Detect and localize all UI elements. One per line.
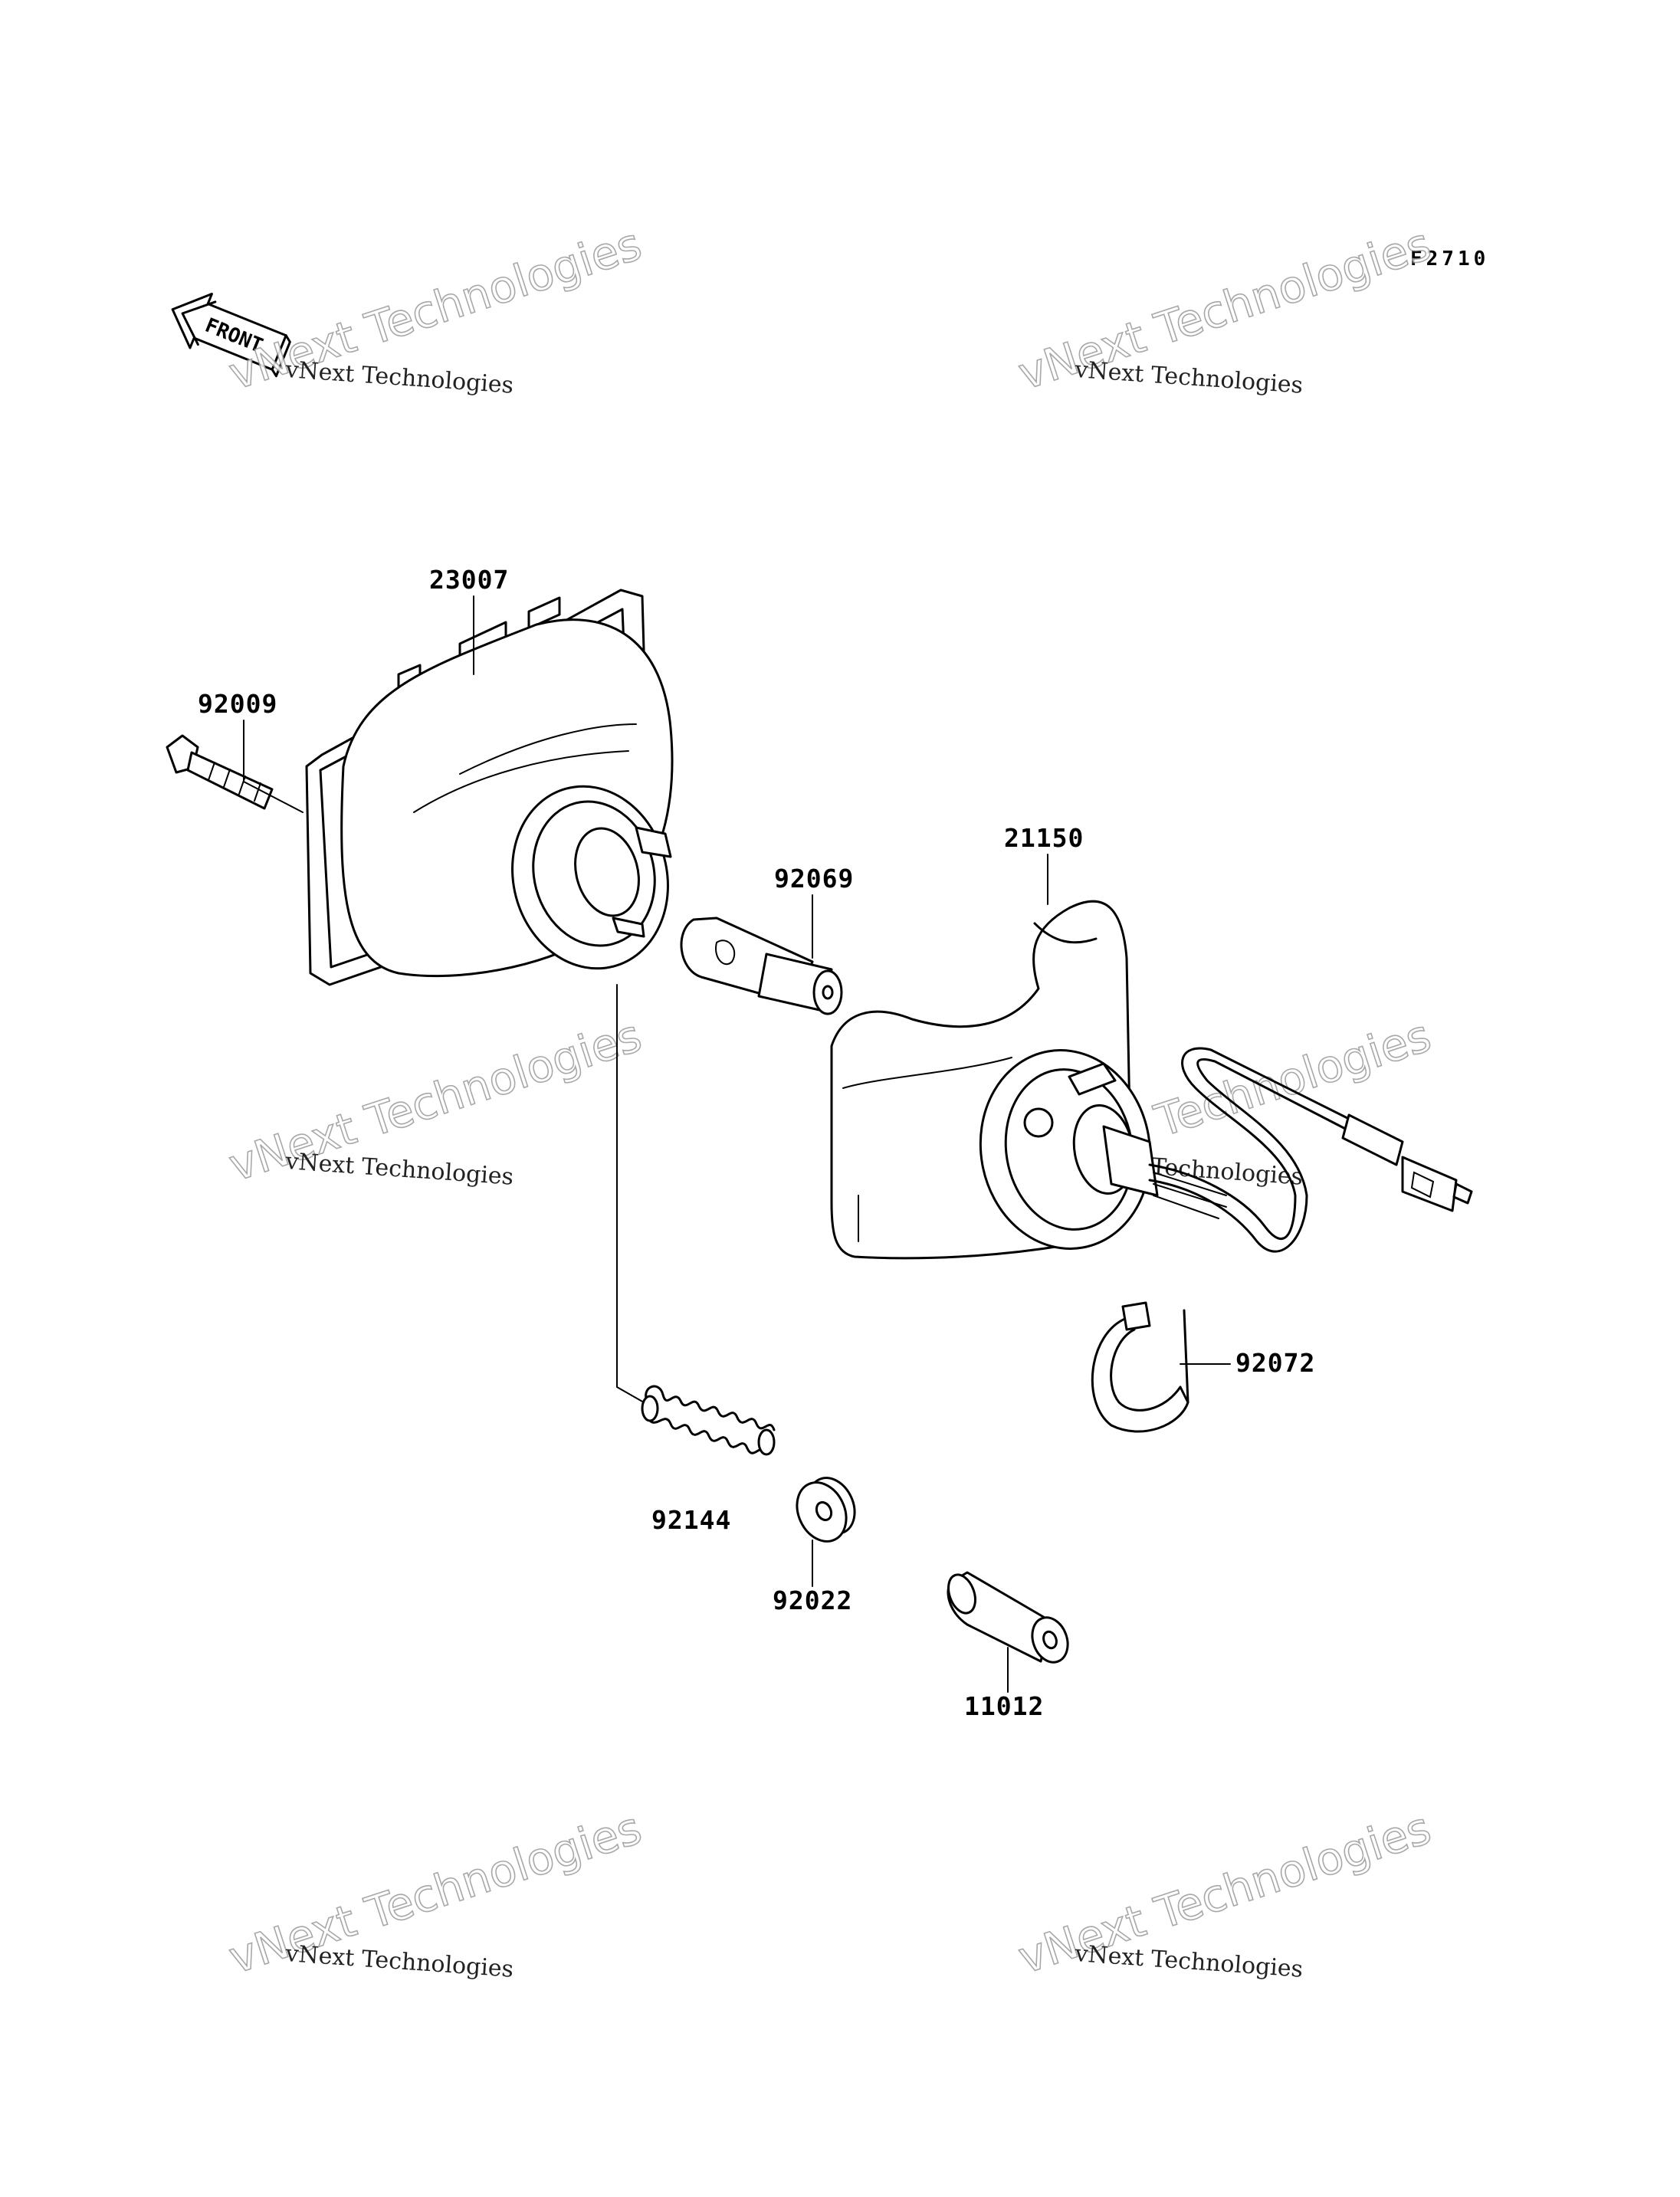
- watermark-small: vNext Technologies: [284, 1148, 514, 1191]
- part-label-23007: 23007: [429, 565, 509, 595]
- part-21150-lamp-holder: [830, 900, 1473, 1260]
- part-92072-cable-band: [1091, 1301, 1189, 1433]
- watermark-group: vNext Technologies vNext Technologies vN…: [222, 217, 1438, 1984]
- leader-line: [616, 984, 645, 1403]
- part-label-92069: 92069: [774, 864, 854, 894]
- part-92069-bulb: [680, 917, 843, 1015]
- part-label-11012: 11012: [964, 1691, 1044, 1721]
- watermark-small: vNext Technologies: [284, 356, 514, 399]
- watermark-small: vNext Technologies: [1073, 356, 1304, 399]
- watermark-small: vNext Technologies: [1073, 1940, 1304, 1983]
- part-label-92144: 92144: [651, 1505, 731, 1535]
- part-label-92022: 92022: [773, 1585, 852, 1615]
- part-label-21150: 21150: [1004, 823, 1084, 853]
- part-92144-spring: [641, 1385, 776, 1456]
- part-23007-housing: [305, 589, 674, 986]
- part-92009-screw: [166, 734, 274, 810]
- part-11012-collar: [947, 1571, 1069, 1664]
- watermark-small: vNext Technologies: [284, 1940, 514, 1983]
- part-label-92072: 92072: [1235, 1348, 1315, 1378]
- leader-line: [243, 720, 304, 813]
- part-label-92009: 92009: [198, 689, 277, 719]
- figure-code: F2710: [1410, 248, 1489, 271]
- part-92022-washer: [796, 1477, 856, 1543]
